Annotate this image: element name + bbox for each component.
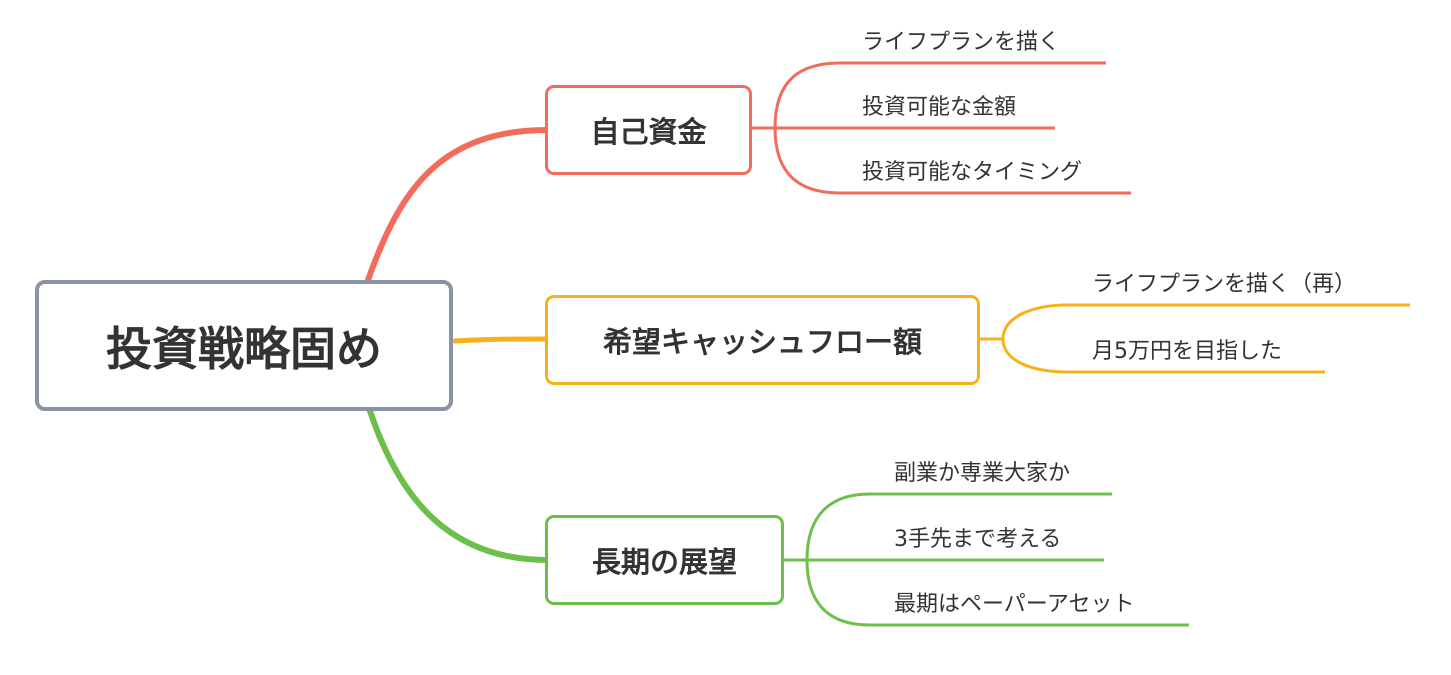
leaf-topic[interactable]: 副業か専業大家か xyxy=(894,461,1071,486)
branch-topic-long-term[interactable]: 長期の展望 xyxy=(545,515,784,605)
connector-branch-2-leaf-1 xyxy=(980,303,1410,341)
branch-topic-label: 長期の展望 xyxy=(591,545,737,579)
leaf-topic[interactable]: 3手先まで考える xyxy=(894,527,1062,552)
root-topic[interactable]: 投資戦略固め xyxy=(35,280,453,411)
leaf-topic[interactable]: 月5万円を目指した xyxy=(1092,339,1282,364)
connector-branch-3-leaf-3 xyxy=(805,559,1189,627)
root-topic-label: 投資戦略固め xyxy=(106,321,382,376)
connector-branch-3-leaf-1 xyxy=(784,492,1112,562)
connector-root-branch-3 xyxy=(367,408,551,563)
connector-root-branch-2 xyxy=(452,336,551,344)
leaf-topic[interactable]: 最期はペーパーアセット xyxy=(894,592,1135,617)
leaf-topic[interactable]: ライフプランを描く（再） xyxy=(1092,272,1357,297)
branch-topic-label: 自己資金 xyxy=(590,115,707,149)
connector-branch-2-leaf-2 xyxy=(1001,338,1325,374)
branch-topic-own-funds[interactable]: 自己資金 xyxy=(545,85,752,175)
connector-branch-1-leaf-1 xyxy=(752,61,1106,130)
branch-topic-cashflow[interactable]: 希望キャッシュフロー額 xyxy=(545,295,980,385)
leaf-topic[interactable]: 投資可能なタイミング xyxy=(862,160,1083,185)
connector-branch-1-leaf-3 xyxy=(773,127,1131,195)
branch-topic-label: 希望キャッシュフロー額 xyxy=(602,325,922,359)
connector-root-branch-1 xyxy=(365,127,551,283)
leaf-topic[interactable]: ライフプランを描く xyxy=(862,30,1061,55)
leaf-topic[interactable]: 投資可能な金額 xyxy=(862,95,1017,120)
